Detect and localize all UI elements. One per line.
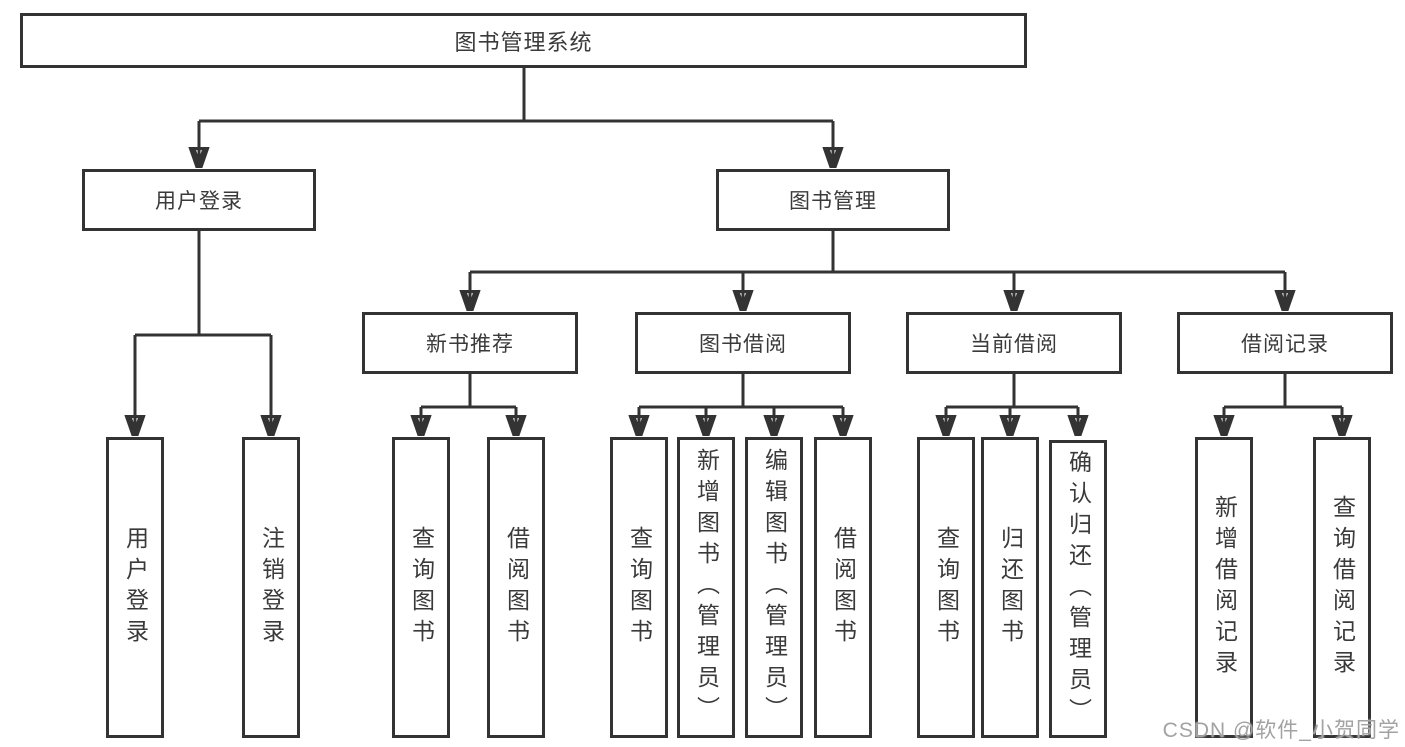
node-leaf-br-add-record-label: 新增借阅记录 <box>1211 494 1238 681</box>
node-leaf-nbr-query-books: 查询图书 <box>392 437 450 738</box>
node-leaf-bb-add-books: 新增图书（管理员） <box>677 437 735 738</box>
node-leaf-nbr-borrow-books: 借阅图书 <box>487 437 545 738</box>
node-book-borrowing-label: 图书借阅 <box>699 333 787 356</box>
node-leaf-logout-label: 注销登录 <box>258 525 285 650</box>
node-leaf-nbr-query-books-label: 查询图书 <box>408 525 435 650</box>
connector-new-book-recommend-rails <box>421 374 516 409</box>
node-current-borrowing-label: 当前借阅 <box>970 333 1058 356</box>
node-leaf-user-login-label: 用户登录 <box>122 525 149 650</box>
node-leaf-br-query-record-label: 查询借阅记录 <box>1329 494 1356 681</box>
node-leaf-bb-query-books: 查询图书 <box>610 437 668 738</box>
node-leaf-br-query-record: 查询借阅记录 <box>1313 437 1371 738</box>
connector-borrowing-records-rails <box>1224 374 1342 409</box>
node-leaf-logout: 注销登录 <box>242 437 300 738</box>
connector-book-borrowing-rails <box>639 374 843 409</box>
node-leaf-bb-edit-books-label: 编辑图书（管理员） <box>761 448 788 727</box>
node-new-book-recommend-label: 新书推荐 <box>426 333 514 356</box>
node-leaf-cb-query-books: 查询图书 <box>917 437 975 738</box>
node-borrowing-records: 借阅记录 <box>1177 312 1393 374</box>
node-leaf-bb-query-books-label: 查询图书 <box>626 525 653 650</box>
node-book-management-label: 图书管理 <box>789 190 877 213</box>
node-leaf-cb-return-books: 归还图书 <box>981 437 1039 738</box>
node-leaf-cb-confirm-return: 确认归还（管理员） <box>1049 440 1107 738</box>
node-user-login-label: 用户登录 <box>155 190 243 213</box>
node-borrowing-records-label: 借阅记录 <box>1241 333 1329 356</box>
node-leaf-bb-add-books-label: 新增图书（管理员） <box>693 448 720 727</box>
connector-user-login-rails <box>135 231 271 337</box>
connector-book-management-rails <box>470 231 1285 274</box>
node-leaf-cb-query-books-label: 查询图书 <box>933 525 960 650</box>
node-leaf-user-login: 用户登录 <box>106 437 164 738</box>
node-new-book-recommend: 新书推荐 <box>362 312 578 374</box>
node-book-management: 图书管理 <box>716 169 950 231</box>
node-user-login: 用户登录 <box>82 169 316 231</box>
watermark-text: CSDN @软件_小贺同学 <box>1162 719 1400 742</box>
node-root: 图书管理系统 <box>20 13 1027 68</box>
node-leaf-cb-confirm-return-label: 确认归还（管理员） <box>1065 449 1092 729</box>
node-current-borrowing: 当前借阅 <box>906 312 1122 374</box>
node-leaf-bb-borrow-books: 借阅图书 <box>814 437 872 738</box>
connector-root-rails <box>199 68 833 123</box>
node-leaf-br-add-record: 新增借阅记录 <box>1195 437 1253 738</box>
node-root-label: 图书管理系统 <box>454 29 593 55</box>
connector-current-borrowing-rails <box>946 374 1078 409</box>
node-leaf-bb-edit-books: 编辑图书（管理员） <box>745 437 803 738</box>
node-leaf-bb-borrow-books-label: 借阅图书 <box>830 525 857 650</box>
node-leaf-cb-return-books-label: 归还图书 <box>997 525 1024 650</box>
node-book-borrowing: 图书借阅 <box>635 312 851 374</box>
node-leaf-nbr-borrow-books-label: 借阅图书 <box>503 525 530 650</box>
